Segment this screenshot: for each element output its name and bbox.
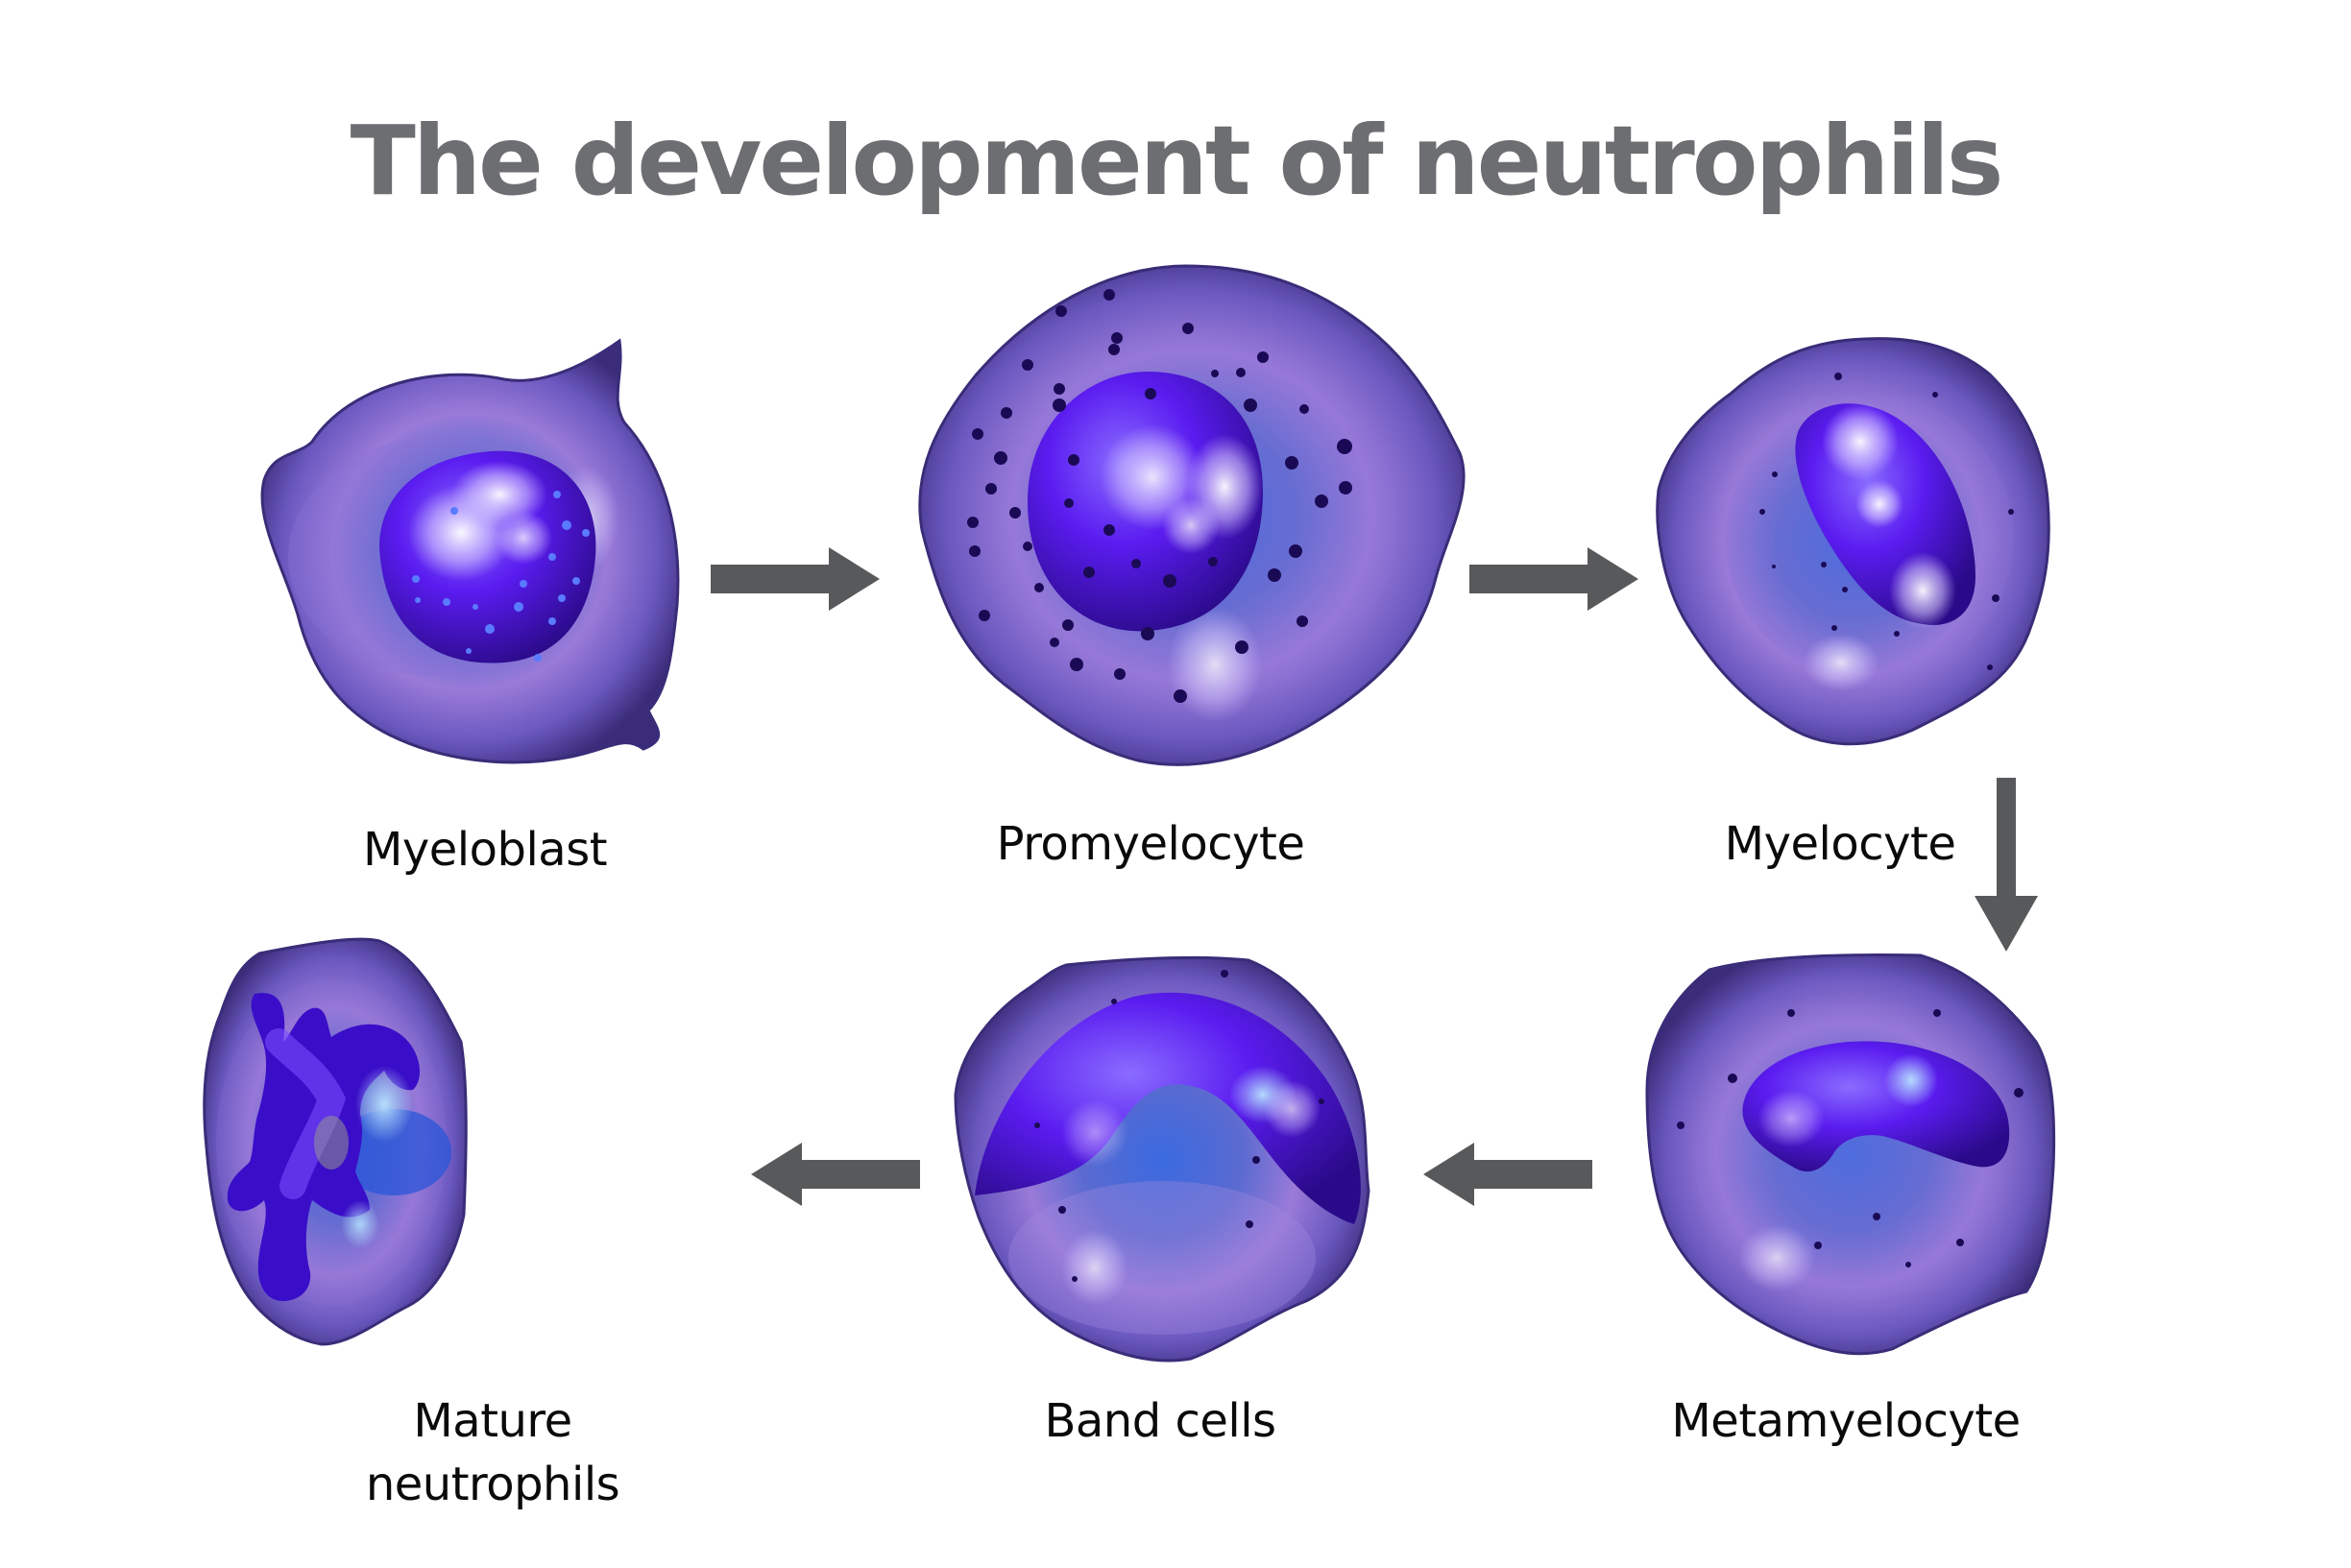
mature-neutrophils-label: Mature neutrophils <box>365 1389 620 1516</box>
myeloblast-cell-illustration <box>245 326 701 768</box>
arrow-left-icon <box>1421 1141 1594 1208</box>
myeloblast-label: Myeloblast <box>362 823 608 877</box>
diagram-title: The development of neutrophils <box>350 105 2004 217</box>
myelocyte-label: Myelocyte <box>1724 817 1956 871</box>
mature-neutrophil-cell-illustration <box>187 936 475 1363</box>
metamyelocyte-cell-illustration <box>1623 946 2074 1363</box>
arrow-left-icon <box>749 1141 922 1208</box>
metamyelocyte-label: Metamyelocyte <box>1671 1394 2021 1448</box>
promyelocyte-label: Promyelocyte <box>996 817 1305 871</box>
mature-neutrophils-label-line1: Mature <box>413 1394 572 1448</box>
arrow-right-icon <box>709 545 882 613</box>
band-cells-cell-illustration <box>941 951 1378 1363</box>
myelocyte-cell-illustration <box>1644 336 2096 759</box>
mature-neutrophils-label-line2: neutrophils <box>365 1458 620 1511</box>
promyelocyte-cell-illustration <box>917 261 1479 780</box>
arrow-down-icon <box>1973 776 2040 953</box>
band-cells-label: Band cells <box>1044 1394 1276 1448</box>
arrow-right-icon <box>1467 545 1640 613</box>
